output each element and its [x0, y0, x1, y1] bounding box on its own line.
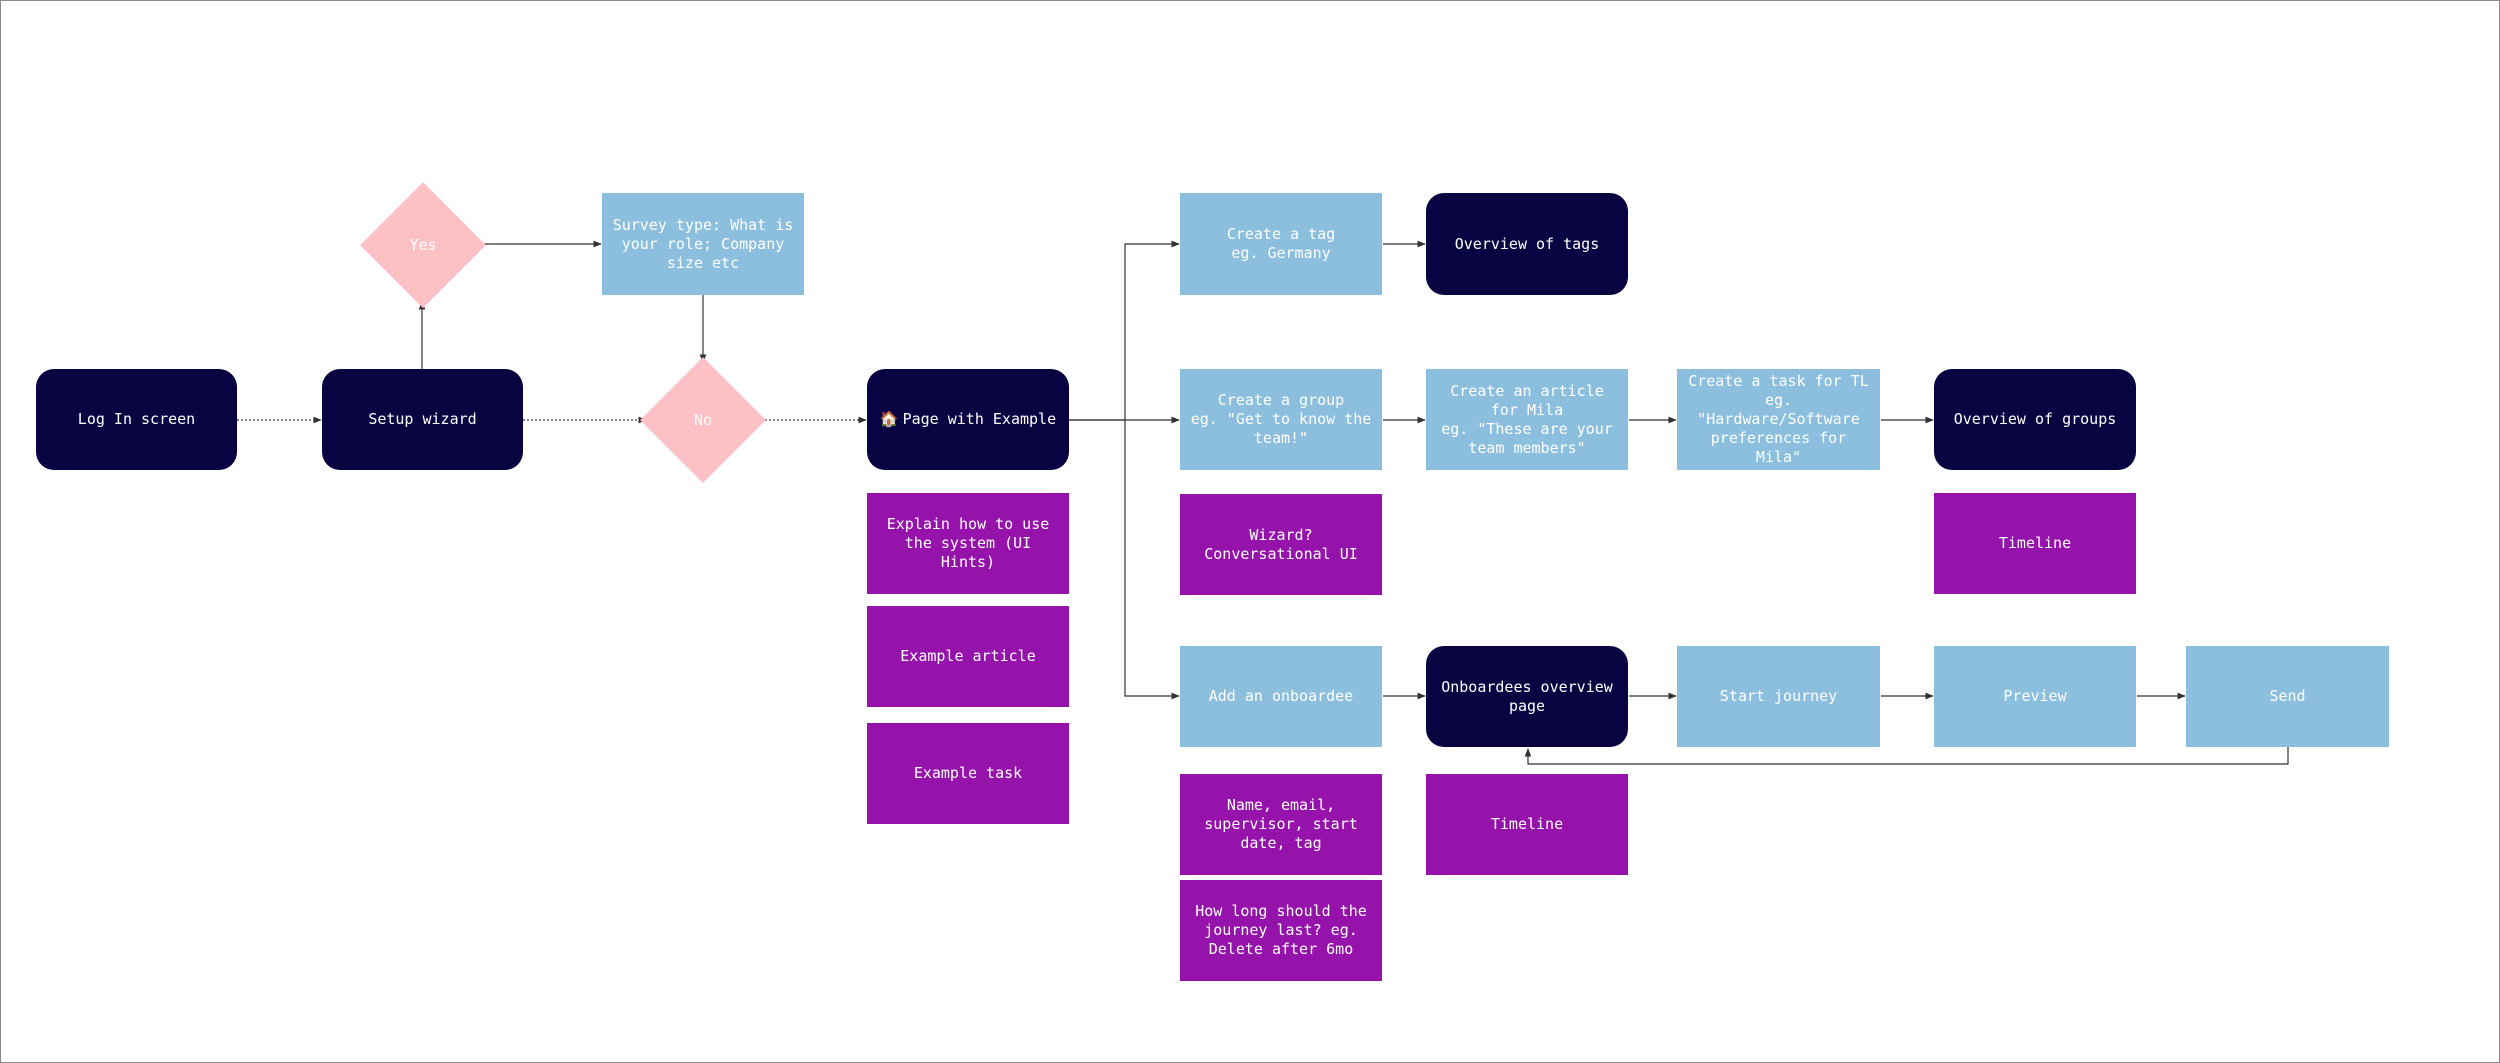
note-example-task: Example task: [867, 723, 1069, 824]
arrow-send-to-overview: [1524, 747, 2289, 765]
note-journey-duration: How long should the journey last? eg. De…: [1180, 880, 1382, 981]
house-icon: 🏠: [879, 410, 899, 428]
node-log-in-screen-label: Log In screen: [77, 410, 196, 428]
node-preview[interactable]: Preview: [1934, 646, 2136, 747]
note-onboardee-fields: Name, email, supervisor, start date, tag: [1180, 774, 1382, 875]
note-explain-ui-hints: Explain how to use the system (UI Hints): [867, 493, 1069, 594]
node-overview-of-tags[interactable]: Overview of tags: [1426, 193, 1628, 295]
node-overview-of-tags-label: Overview of tags: [1454, 234, 1600, 253]
node-add-onboardee-label: Add an onboardee: [1208, 687, 1354, 705]
node-create-group[interactable]: Create a group eg. "Get to know the team…: [1180, 369, 1382, 470]
note-timeline-groups: Timeline: [1934, 493, 2136, 594]
note-example-task-label: Example task: [913, 764, 1023, 782]
node-preview-label: Preview: [2003, 687, 2067, 705]
node-add-onboardee[interactable]: Add an onboardee: [1180, 646, 1382, 747]
node-survey-type[interactable]: Survey type: What is your role; Company …: [602, 193, 804, 295]
note-timeline-onboardees-label: Timeline: [1490, 815, 1564, 833]
node-start-journey[interactable]: Start journey: [1677, 646, 1880, 747]
node-setup-wizard[interactable]: Setup wizard: [322, 369, 523, 470]
node-create-group-label: Create a group eg. "Get to know the team…: [1190, 391, 1372, 447]
node-create-task[interactable]: Create a task for TL eg. "Hardware/Softw…: [1677, 369, 1880, 470]
node-create-tag-label: Create a tag eg. Germany: [1226, 225, 1336, 262]
decision-yes-label: Yes: [409, 235, 437, 254]
node-survey-type-label: Survey type: What is your role; Company …: [612, 215, 794, 272]
decision-no-label: No: [693, 410, 713, 429]
note-explain-ui-hints-label: Explain how to use the system (UI Hints): [886, 515, 1050, 571]
node-create-article[interactable]: Create an article for Mila eg. "These ar…: [1426, 369, 1628, 470]
node-send[interactable]: Send: [2186, 646, 2389, 747]
note-timeline-onboardees: Timeline: [1426, 774, 1628, 875]
note-example-article: Example article: [867, 606, 1069, 707]
decision-yes[interactable]: Yes: [366, 188, 480, 302]
node-send-label: Send: [2269, 687, 2306, 705]
note-timeline-groups-label: Timeline: [1998, 534, 2072, 552]
decision-no[interactable]: No: [646, 363, 760, 477]
node-create-tag[interactable]: Create a tag eg. Germany: [1180, 193, 1382, 295]
node-start-journey-label: Start journey: [1719, 687, 1838, 705]
arrow-page-to-tag: [1069, 240, 1180, 421]
node-setup-wizard-label: Setup wizard: [368, 410, 477, 428]
node-onboardees-overview-label: Onboardees overview page: [1441, 677, 1613, 715]
node-overview-of-groups[interactable]: Overview of groups: [1934, 369, 2136, 470]
node-create-article-label: Create an article for Mila eg. "These ar…: [1441, 381, 1613, 457]
node-create-task-label: Create a task for TL eg. "Hardware/Softw…: [1688, 372, 1869, 466]
note-wizard-conversational-ui-label: Wizard? Conversational UI: [1204, 525, 1358, 563]
note-journey-duration-label: How long should the journey last? eg. De…: [1195, 902, 1367, 958]
node-overview-of-groups-label: Overview of groups: [1953, 410, 2117, 428]
note-example-article-label: Example article: [900, 647, 1036, 665]
node-onboardees-overview[interactable]: Onboardees overview page: [1426, 646, 1628, 747]
note-onboardee-fields-label: Name, email, supervisor, start date, tag: [1204, 796, 1358, 852]
node-page-with-example[interactable]: 🏠Page with Example: [867, 369, 1069, 470]
node-log-in-screen[interactable]: Log In screen: [36, 369, 237, 470]
node-page-with-example-label: Page with Example: [902, 410, 1057, 428]
arrow-page-to-onboardee: [1124, 420, 1180, 700]
note-wizard-conversational-ui: Wizard? Conversational UI: [1180, 494, 1382, 595]
